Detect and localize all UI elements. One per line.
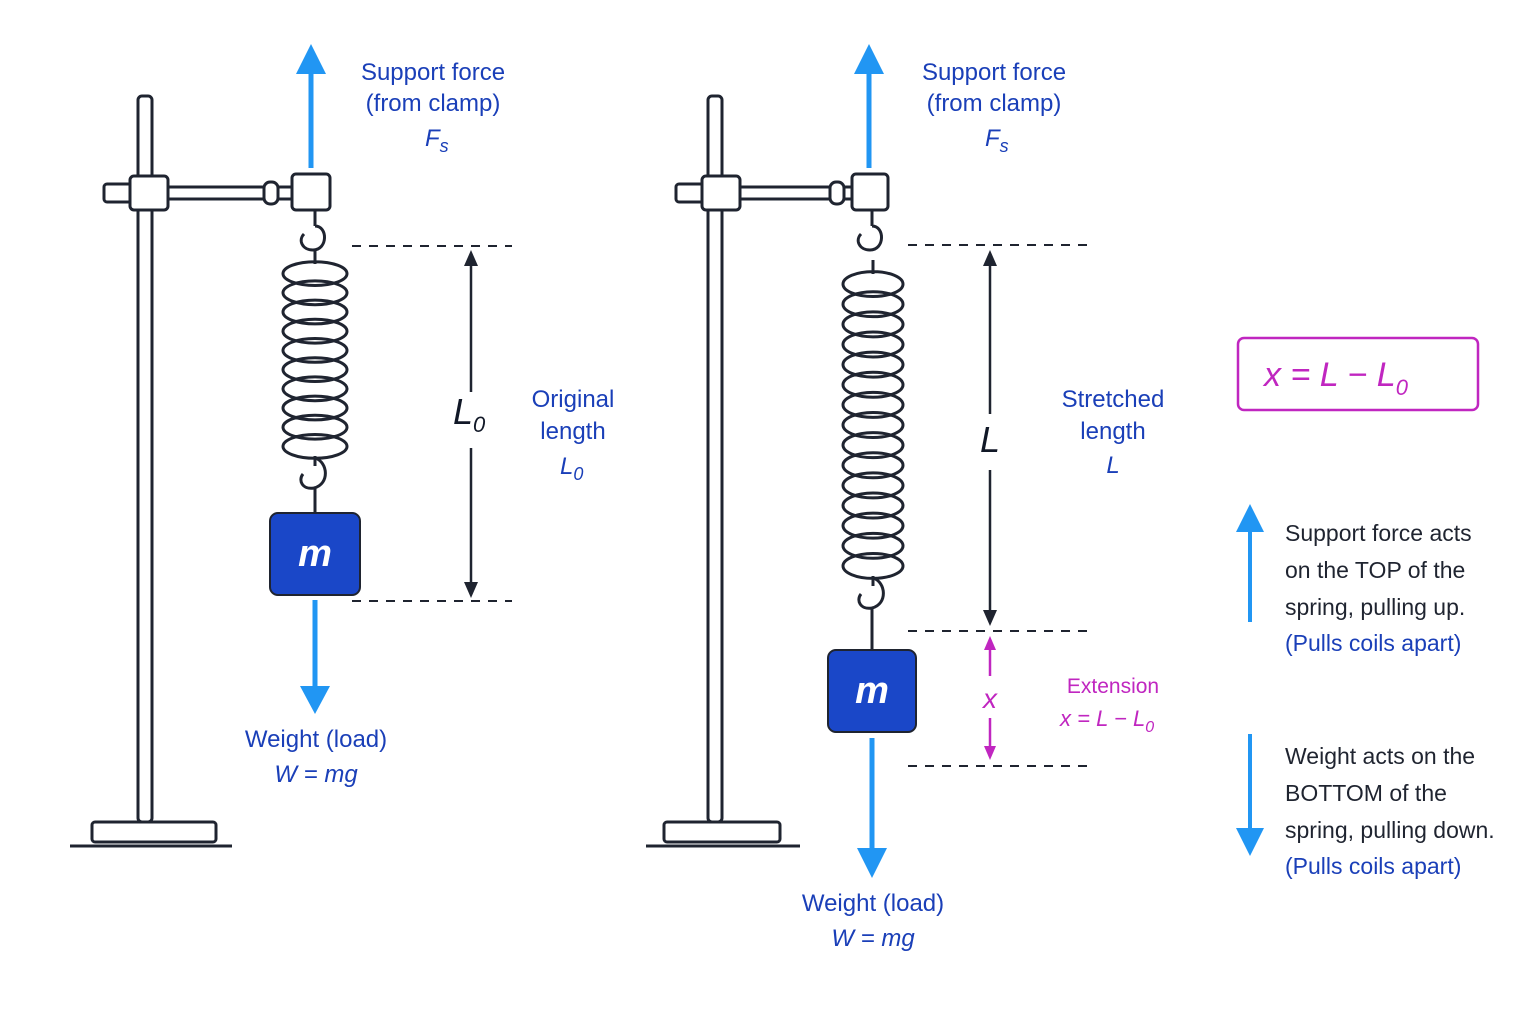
right-extension-formula: x = L − L0 (1059, 706, 1154, 736)
left-length-symbol: L0 (453, 391, 486, 437)
right-weight-label: Weight (load) (802, 890, 944, 917)
weight-note-aside: (Pulls coils apart) (1285, 853, 1461, 879)
extension-formula-box: x = L − L0 (1236, 336, 1480, 412)
right-length-label-line2: length (1080, 418, 1145, 445)
weight-note: Weight acts on the BOTTOM of the spring,… (1236, 734, 1495, 879)
left-support-arrow (296, 44, 326, 168)
left-retort-stand (70, 94, 332, 848)
extension-formula-text: x = L − L0 (1262, 356, 1409, 400)
weight-note-line3: spring, pulling down. (1285, 817, 1495, 843)
right-retort-stand (646, 94, 890, 848)
left-support-symbol: Fs (425, 125, 449, 156)
left-mass-block: m (269, 512, 361, 596)
left-top-hook (299, 210, 326, 252)
right-length-label-symbol: L (1106, 452, 1119, 479)
left-length-label-line1: Original (532, 386, 615, 413)
support-note-aside: (Pulls coils apart) (1285, 630, 1461, 656)
left-spring-coils (281, 250, 349, 466)
left-boss-head (128, 174, 170, 212)
right-weight-arrow (857, 738, 887, 878)
right-setup: m L x Support force (from clamp) Fs Stre… (646, 44, 1164, 952)
left-weight-arrow (300, 600, 330, 714)
right-clamp-arm (738, 185, 834, 201)
weight-note-line2: BOTTOM of the (1285, 780, 1447, 806)
left-bottom-hook (299, 456, 327, 512)
left-support-label-line2: (from clamp) (366, 90, 501, 117)
right-support-label-line2: (from clamp) (927, 90, 1062, 117)
right-bottom-hook (857, 576, 885, 650)
right-length-dimension-arrow (983, 250, 997, 626)
right-support-label-line1: Support force (922, 59, 1066, 86)
left-length-label-symbol: L0 (560, 453, 583, 484)
right-mass-label: m (855, 670, 889, 712)
left-weight-label: Weight (load) (245, 726, 387, 753)
left-clamp-neck (276, 185, 294, 201)
right-boss-head (700, 174, 742, 212)
right-weight-formula: W = mg (831, 925, 915, 952)
left-clamp-arm (166, 185, 268, 201)
weight-note-line1: Weight acts on the (1285, 743, 1475, 769)
right-extension-dimension-arrow (984, 636, 996, 760)
left-stand-rod (136, 94, 154, 824)
left-setup: m L0 Support force (from clamp) Fs Origi… (70, 44, 615, 848)
left-clamp-joint (262, 180, 280, 206)
right-support-symbol: Fs (985, 125, 1009, 156)
left-weight-formula: W = mg (274, 761, 358, 788)
right-stand-base (662, 820, 782, 844)
support-note-line2: on the TOP of the (1285, 557, 1465, 583)
right-top-hook (856, 210, 883, 252)
right-spring-clamp (850, 172, 890, 212)
left-length-dimension-arrow (464, 250, 478, 598)
right-extension-symbol: x (981, 683, 998, 714)
support-force-note: Support force acts on the TOP of the spr… (1236, 504, 1472, 656)
support-note-line3: spring, pulling up. (1285, 594, 1465, 620)
right-length-symbol: L (980, 419, 1000, 460)
weight-note-down-arrow-icon (1236, 734, 1264, 856)
right-stand-rod (706, 94, 724, 824)
right-length-label-line1: Stretched (1062, 386, 1165, 413)
left-length-label-line2: length (540, 418, 605, 445)
right-clamp-joint (828, 180, 846, 206)
support-note-line1: Support force acts (1285, 520, 1472, 546)
left-spring-clamp (290, 172, 332, 212)
left-mass-label: m (298, 533, 332, 575)
right-mass-block: m (827, 649, 917, 733)
support-note-up-arrow-icon (1236, 504, 1264, 622)
right-support-arrow (854, 44, 884, 168)
right-spring-coils (841, 260, 905, 586)
left-stand-base (90, 820, 218, 844)
right-extension-label: Extension (1067, 675, 1159, 698)
left-support-label-line1: Support force (361, 59, 505, 86)
